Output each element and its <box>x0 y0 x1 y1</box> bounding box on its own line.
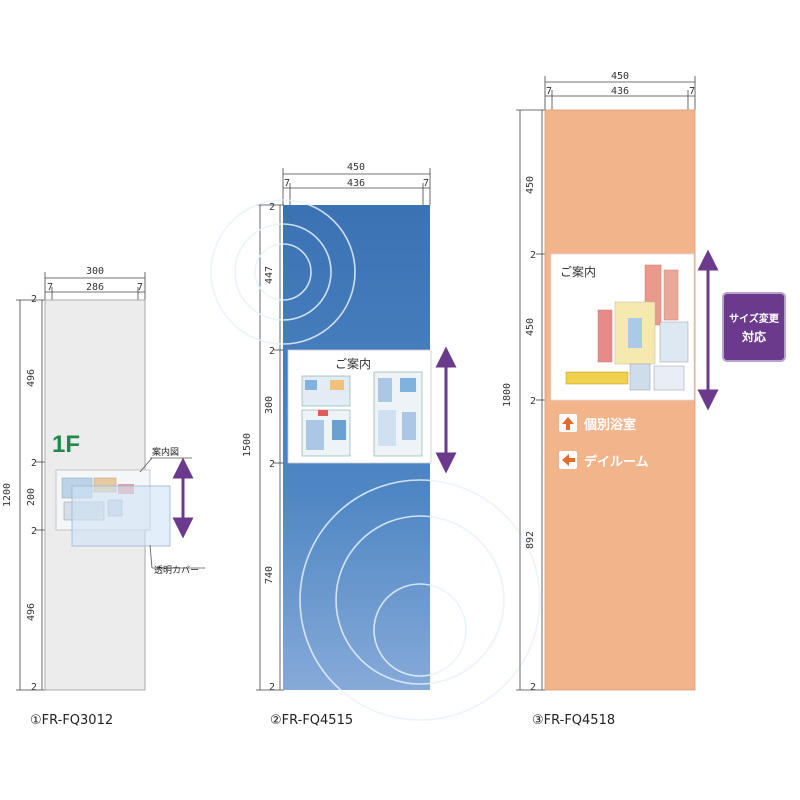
panel-1-width-total: 300 <box>86 266 104 277</box>
panel-3-badge-line1: サイズ変更 <box>729 312 780 325</box>
panel-3-edge-b: 2 <box>530 396 536 407</box>
panel-1-edge-right: 7 <box>137 282 143 293</box>
panel-3-edge-a: 2 <box>530 250 536 261</box>
panel-1-callout-cover: 透明カバー <box>154 565 199 576</box>
panel-3-model: ③FR-FQ4518 <box>532 713 615 728</box>
panel-3-sign-dayroom-label: デイルーム <box>584 454 649 470</box>
panel-1-seg-mid: 200 <box>26 488 37 506</box>
panel-3-map-title: ご案内 <box>560 264 596 279</box>
panel-1-seg-bot: 496 <box>26 603 37 621</box>
panel-3-height-total: 1800 <box>502 383 513 407</box>
panel-1: 300 286 7 7 1200 496 200 496 2 2 2 2 1F <box>2 266 205 728</box>
panel-1-width-inner: 286 <box>86 282 104 293</box>
panel-3-seg-top: 450 <box>525 176 536 194</box>
arrow-left-icon <box>562 454 575 466</box>
panel-1-edge-left: 7 <box>47 282 53 293</box>
panel-2-height-total: 1500 <box>242 433 253 457</box>
panel-1-height-total: 1200 <box>2 483 13 507</box>
panel-1-width-dimension <box>44 272 146 300</box>
panel-2: 450 436 7 7 1500 447 300 740 2 2 2 2 <box>210 162 541 728</box>
panel-1-floor-label: 1F <box>52 431 80 458</box>
panel-2-edge-left: 7 <box>284 178 290 189</box>
panel-1-transparent-cover <box>71 485 171 547</box>
panel-2-width-dimension <box>282 168 431 205</box>
panel-3: 450 436 7 7 1800 450 450 892 2 2 2 ご案内 <box>502 71 786 728</box>
panel-3-map: ご案内 <box>550 253 695 401</box>
panel-2-map-title: ご案内 <box>335 356 371 371</box>
panel-2-edge-b: 2 <box>269 346 275 357</box>
panel-2-edge-d: 2 <box>269 682 275 693</box>
panel-2-edge-a: 2 <box>269 202 275 213</box>
panel-3-width-inner: 436 <box>611 86 629 97</box>
panel-3-width-total: 450 <box>611 71 629 82</box>
panel-2-wave-pattern <box>210 199 541 721</box>
panel-3-seg-mid: 450 <box>525 318 536 336</box>
panel-3-edge-left: 7 <box>546 86 552 97</box>
panel-2-seg-mid: 300 <box>264 396 275 414</box>
panel-1-map-insert <box>55 469 171 547</box>
panel-1-height-dimension <box>16 299 46 691</box>
panel-3-size-change-badge: サイズ変更 対応 <box>722 292 786 362</box>
panel-1-edge-a: 2 <box>31 294 37 305</box>
panel-2-edge-c: 2 <box>269 459 275 470</box>
panel-1-seg-top: 496 <box>26 369 37 387</box>
panel-3-width-dimension <box>544 76 696 110</box>
panel-1-edge-b: 2 <box>31 458 37 469</box>
panel-2-height-dimension <box>256 204 284 691</box>
arrow-up-icon <box>562 417 574 430</box>
panel-3-sign-bath-label: 個別浴室 <box>583 417 636 433</box>
panel-1-edge-c: 2 <box>31 526 37 537</box>
panel-3-badge-line2: 対応 <box>741 329 766 344</box>
panel-3-seg-bot: 892 <box>525 531 536 549</box>
panel-2-seg-bot: 740 <box>264 566 275 584</box>
panel-3-sign-dayroom: デイルーム <box>559 451 649 470</box>
panel-3-edge-right: 7 <box>689 86 695 97</box>
panel-2-seg-top: 447 <box>264 266 275 284</box>
panel-2-width-total: 450 <box>347 162 365 173</box>
panel-2-width-inner: 436 <box>347 178 365 189</box>
panel-1-model: ①FR-FQ3012 <box>30 713 113 728</box>
panel-2-model: ②FR-FQ4515 <box>270 713 353 728</box>
panel-3-height-dimension <box>516 109 546 691</box>
panel-3-edge-c: 2 <box>530 682 536 693</box>
panel-1-callout-map: 案内図 <box>152 446 179 458</box>
panel-3-sign-bath: 個別浴室 <box>559 414 636 433</box>
panel-2-map: ご案内 <box>287 349 432 464</box>
panel-2-edge-right: 7 <box>423 178 429 189</box>
panel-1-edge-d: 2 <box>31 682 37 693</box>
